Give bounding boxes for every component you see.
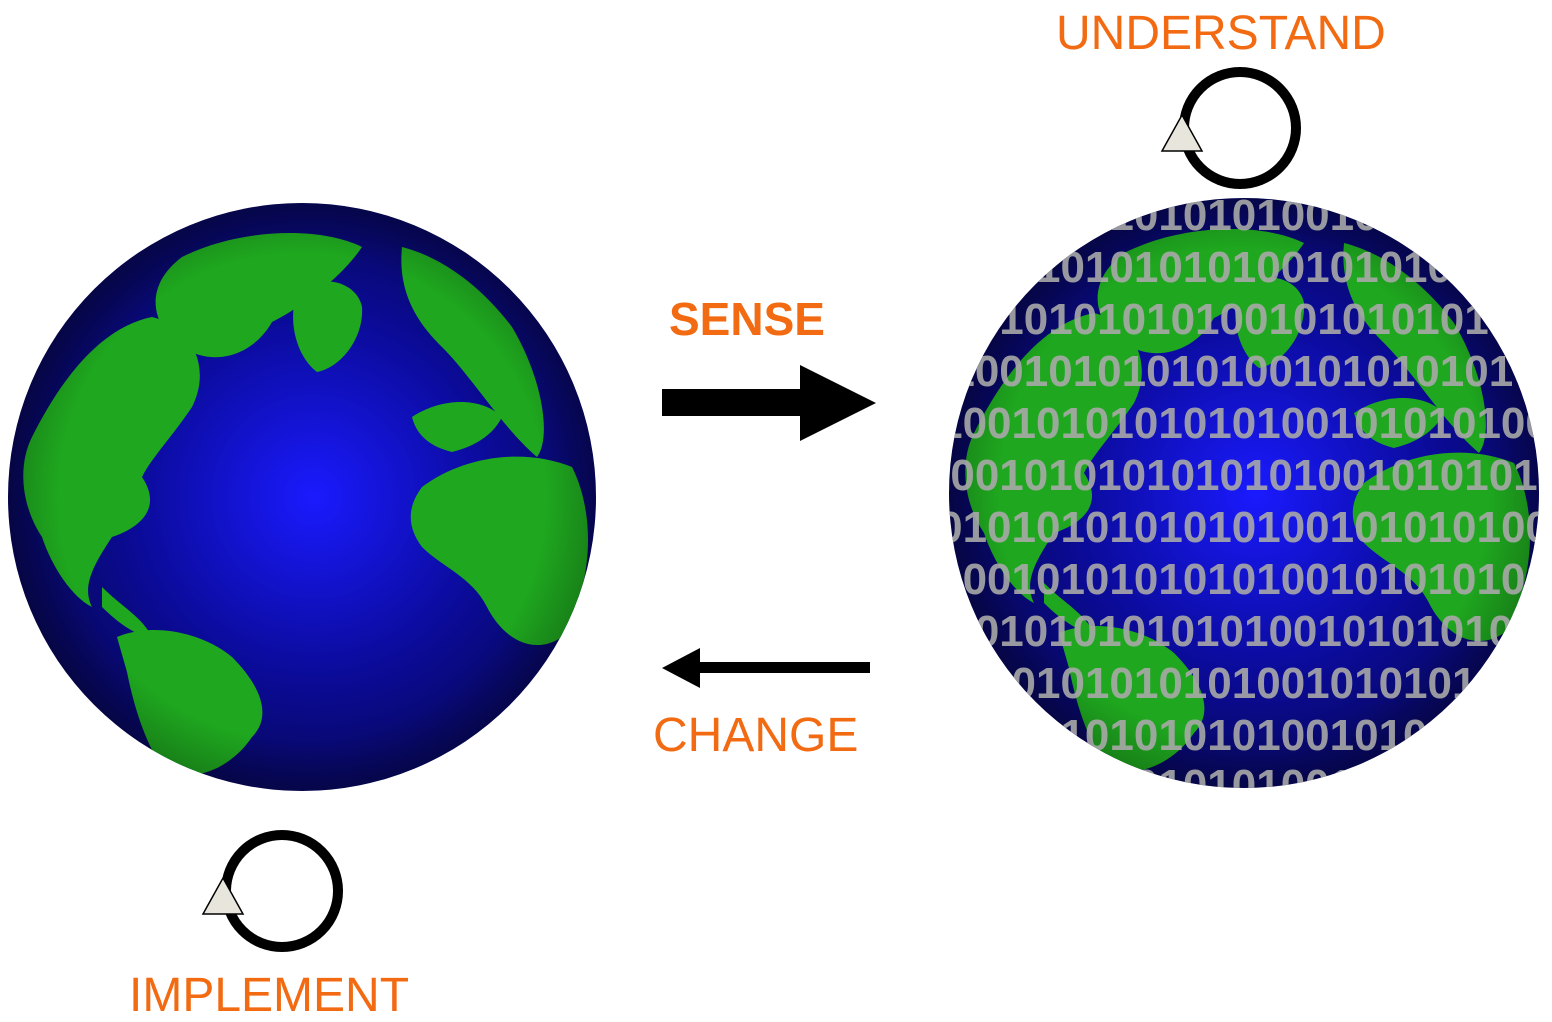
earth-globe-icon — [8, 203, 596, 791]
circular-arrow-icon — [201, 830, 343, 952]
arrow-left-icon — [662, 648, 870, 688]
sense-label: SENSE — [669, 293, 825, 345]
change-label: CHANGE — [653, 709, 859, 762]
binary-row: 0100101010101010100101010100 — [901, 451, 1552, 500]
arrow-right-icon — [662, 365, 876, 441]
binary-row: 01010101010010101 — [1036, 711, 1452, 760]
binary-earth-globe-icon: 10101010010 0101010101001010101 01010101… — [901, 191, 1552, 810]
implement-label: IMPLEMENT — [129, 969, 410, 1022]
binary-row: 10101010010 — [1109, 761, 1378, 810]
circular-arrow-icon — [1160, 67, 1301, 189]
binary-row: 10101010010 — [1109, 191, 1378, 240]
binary-row: 100101010101001010101010 — [950, 347, 1537, 396]
binary-row: 001010101010100101010101 — [950, 607, 1537, 656]
binary-row: 1001010101010100101010100 — [938, 399, 1550, 448]
binary-row: 1001010101010100101010101 — [938, 555, 1550, 604]
binary-row: 0101010101001010101 — [1012, 659, 1477, 708]
binary-row: 0101010101001010101 — [1012, 243, 1477, 292]
binary-row: 0101010101001010101010 — [975, 295, 1513, 344]
understand-label: UNDERSTAND — [1056, 7, 1386, 60]
binary-row: 001010101010101001010101001 — [914, 503, 1552, 552]
